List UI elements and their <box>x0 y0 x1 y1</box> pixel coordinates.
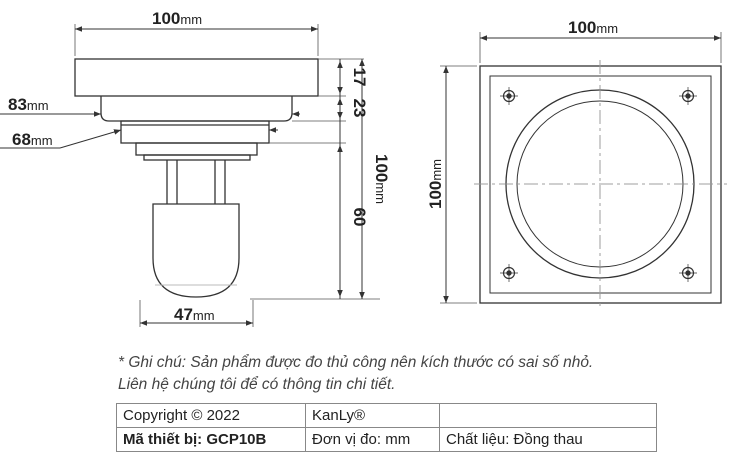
dim-line-body <box>59 129 122 149</box>
label-height-60: 60 <box>350 208 369 227</box>
label-top-view-width: 100mm <box>568 18 618 37</box>
trap-cup <box>152 203 240 298</box>
label-body-width: 68mm <box>12 130 53 149</box>
note-line-2: Liên hệ chúng tôi để có thông tin chi ti… <box>118 376 396 393</box>
body <box>120 120 270 144</box>
grate-plate <box>74 58 319 97</box>
technical-drawing: 100mm 83mm 68mm 47mm 17 23 60 100mm <box>0 9 727 327</box>
top-plate-outer <box>479 65 722 304</box>
empty-cell <box>439 403 657 428</box>
label-flange-width: 83mm <box>8 95 49 114</box>
screw-hole-top-left <box>500 87 518 105</box>
side-view <box>74 58 319 298</box>
screw-hole-bottom-left <box>500 264 518 282</box>
info-row-1: Copyright © 2022 KanLy® <box>116 403 657 428</box>
top-plate-inner <box>489 75 712 294</box>
info-row-2: Mã thiết bị: GCP10B Đơn vị đo: mm Chất l… <box>116 427 657 452</box>
flange <box>100 96 293 122</box>
note-line-1: * Ghi chú: Sản phẩm được đo thủ công nên… <box>118 354 594 371</box>
top-view <box>474 60 727 309</box>
unit-cell: Đơn vị đo: mm <box>305 427 440 452</box>
copyright-cell: Copyright © 2022 <box>116 403 306 428</box>
screw-hole-top-right <box>679 87 697 105</box>
info-table: Copyright © 2022 KanLy® Mã thiết bị: GCP… <box>116 403 657 452</box>
screw-hole-bottom-right <box>679 264 697 282</box>
label-height-23: 23 <box>350 99 369 118</box>
label-total-height: 100mm <box>372 154 391 204</box>
label-top-width: 100mm <box>152 9 202 28</box>
label-top-view-height: 100mm <box>426 159 445 209</box>
material-cell: Chất liệu: Đồng thau <box>439 427 657 452</box>
body-lower <box>135 142 258 156</box>
model-cell: Mã thiết bị: GCP10B <box>116 427 306 452</box>
brand-cell: KanLy® <box>305 403 440 428</box>
label-trap-width: 47mm <box>174 305 215 324</box>
label-height-17: 17 <box>350 68 369 87</box>
measurement-note: * Ghi chú: Sản phẩm được đo thủ công nên… <box>118 352 593 396</box>
